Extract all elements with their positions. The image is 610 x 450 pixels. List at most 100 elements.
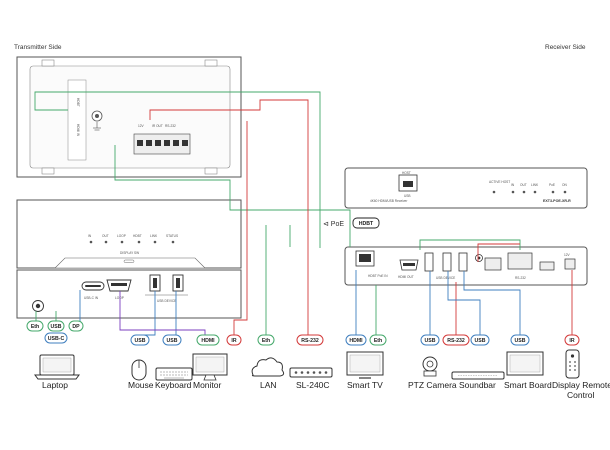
terminal-label-rs232: RS-232	[165, 124, 176, 128]
mouse-icon	[131, 359, 147, 381]
terminal-label-ir-out: IR OUT	[152, 124, 163, 128]
cable-pill-dp	[68, 320, 84, 332]
transmitter-front-panel: IN OUT LOOP HDBT LINK STATUS DISPLAY SW	[16, 199, 242, 269]
line-blue-rx-usb2	[447, 271, 481, 338]
cable-pill-usb	[47, 320, 65, 332]
terminal-label-12v: 12V	[138, 124, 145, 128]
rx-active-host-label: ACTIVE HOST	[489, 180, 510, 184]
device-label-smart-board: Smart Board	[504, 380, 552, 390]
cable-pill-eth	[26, 320, 44, 332]
rx-usb-label: USB	[404, 194, 411, 198]
rx-usb-port-2	[442, 252, 452, 272]
display-sw-label: DISPLAY SW	[120, 251, 139, 255]
cable-pill-label: USB	[425, 338, 436, 344]
lan-cloud-icon	[251, 357, 285, 377]
rx-in-label: IN	[511, 183, 515, 187]
led-label-in: IN	[88, 234, 92, 238]
transmitter-rear-panel: USB-C IN LOOP USB DEVICE	[16, 269, 242, 319]
line-green-hdbt-upper	[34, 91, 321, 248]
cable-pill-usb	[420, 334, 440, 346]
cable-pill-label: RS-232	[301, 338, 319, 344]
line-purple-hdmi	[119, 291, 206, 338]
led-label-hdbt: HDBT	[133, 234, 142, 238]
usb-device-label: USB DEVICE	[157, 299, 176, 303]
led-label-link: LINK	[150, 234, 158, 238]
receiver-side-label: Receiver Side	[545, 44, 586, 51]
cable-pill-usb	[162, 334, 182, 346]
plate-label-hdmi-in: HDMI IN	[76, 124, 80, 137]
cable-pill-label: Eth	[31, 324, 39, 330]
cable-pill-label: IR	[231, 338, 236, 344]
ptz-camera-icon	[422, 356, 438, 377]
cable-pill-rs-232	[296, 334, 324, 346]
rx-pd-label: PoE	[549, 183, 555, 187]
led-label-status: STATUS	[166, 234, 178, 238]
sl240c-icon	[289, 367, 333, 378]
transmitter-side-label: Transmitter Side	[14, 44, 62, 51]
cable-pill-eth	[257, 334, 275, 346]
cable-pill-hdmi	[196, 334, 220, 346]
cable-pill-eth	[369, 334, 387, 346]
device-label-monitor: Monitor	[193, 380, 222, 390]
cable-pill-label: Eth	[374, 338, 382, 344]
device-label-smart-tv: Smart TV	[347, 380, 383, 390]
rx-12v-label: 12V	[564, 253, 571, 257]
poe-label: ⊲ PoE	[323, 221, 344, 228]
cable-pill-usb-c	[44, 332, 68, 344]
device-label-sl240c: SL-240C	[296, 380, 330, 390]
cable-pill-label: IR	[569, 338, 574, 344]
line-red-rs232	[149, 99, 309, 338]
rx-rs232-label: RS-232	[515, 276, 526, 280]
led-label-loop: LOOP	[117, 234, 126, 238]
plate-label-hdbt: HDBT	[76, 98, 80, 107]
cable-pill-label: RS-232	[447, 338, 465, 344]
laptop-icon	[34, 354, 80, 380]
cable-pill-ir	[226, 334, 242, 346]
line-red-ir	[233, 121, 248, 340]
cable-pill-label: USB	[515, 338, 526, 344]
monitor-icon	[192, 353, 228, 381]
hdbt-cable-badge	[352, 217, 380, 229]
cable-pill-hdmi	[345, 334, 367, 346]
rx-link-label: LINK	[531, 183, 539, 187]
cable-pill-label: USB	[475, 338, 486, 344]
cable-pill-label: USB-C	[48, 336, 65, 342]
cable-pill-label: Eth	[262, 338, 270, 344]
smart-board-icon	[506, 351, 544, 376]
cable-pill-label: DP	[72, 324, 80, 330]
cable-pill-usb	[510, 334, 530, 346]
connection-lines	[34, 91, 573, 340]
cable-pill-label: USB	[135, 338, 146, 344]
smart-tv-icon	[346, 351, 384, 379]
cable-pill-usb	[470, 334, 490, 346]
end-devices	[34, 349, 580, 381]
cable-pill-label: USB	[167, 338, 178, 344]
led-label-out: OUT	[102, 234, 109, 238]
rx-hdbt-poe-label: HDBT PoE IN	[368, 274, 388, 278]
usbc-in-label: USB-C IN	[84, 296, 99, 300]
rx-usb-port-1	[424, 252, 434, 272]
cable-pill-usb	[130, 334, 150, 346]
cable-pill-rs-232	[442, 334, 470, 346]
device-label-soundbar: Soundbar	[459, 380, 496, 390]
rx-out-label: OUT	[520, 183, 527, 187]
rx-host-label: HOST	[402, 171, 411, 175]
device-label-mouse: Mouse	[128, 380, 154, 390]
loop-label: LOOP	[115, 296, 124, 300]
device-label-keyboard: Keyboard	[155, 380, 192, 390]
device-label-ptz-camera: PTZ Camera	[408, 380, 457, 390]
rx-product-desc: 4K60 HDMI/USB Receiver	[370, 199, 408, 203]
line-green-hdbt-link	[114, 145, 351, 247]
device-label-laptop: Laptop	[42, 380, 68, 390]
terminal-block	[133, 133, 191, 155]
receiver-rear-panel: HDBT PoE IN HDMI OUT USB DEVICE RS-232 1…	[344, 246, 588, 286]
device-label-lan: LAN	[260, 380, 277, 390]
rx-usb-port-3	[458, 252, 468, 272]
cable-pill-label: HDMI	[349, 338, 363, 344]
cable-pill-label: HDMI	[201, 338, 215, 344]
rx-hdmi-out-label: HDMI OUT	[398, 275, 414, 279]
cable-pill-label: USB	[51, 324, 62, 330]
